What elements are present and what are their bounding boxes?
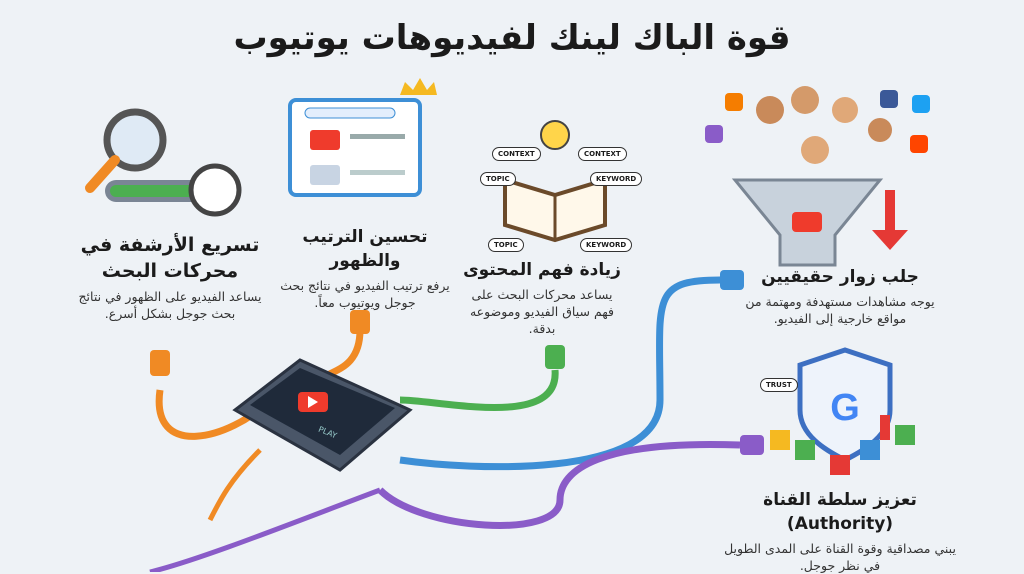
keyword-tag: KEYWORD — [590, 172, 643, 186]
stopwatch-icon — [188, 163, 242, 217]
green-cable — [399, 369, 559, 411]
facebook-icon — [880, 90, 898, 108]
rss-icon — [705, 125, 723, 143]
arrow-down-icon — [872, 190, 908, 250]
plug — [150, 350, 170, 376]
lightbulb-icon — [540, 120, 570, 150]
keyword-tag: KEYWORD — [580, 238, 633, 252]
plug — [545, 345, 565, 369]
purple-cable — [377, 440, 741, 529]
context-tag: CONTEXT — [578, 147, 627, 161]
google-logo: G — [830, 387, 860, 429]
orange-cable-3 — [207, 448, 262, 522]
blue-cable — [399, 276, 721, 471]
topic-tag: TOPIC — [488, 238, 524, 252]
person — [801, 136, 829, 164]
person — [832, 97, 858, 123]
magnifier-icon — [103, 108, 167, 172]
person — [756, 96, 784, 124]
plug — [740, 435, 764, 455]
benefit-ranking: تحسين الترتيب والظهور يرفع ترتيب الفيديو… — [280, 227, 450, 310]
twitter-icon — [912, 95, 930, 113]
trust-tag: TRUST — [760, 378, 798, 392]
benefit-indexing: تسريع الأرشفة في محركات البحث يساعد الفي… — [78, 234, 262, 321]
crown-icon — [400, 78, 437, 95]
page-title: قوة الباك لينك لفيديوهات يوتيوب — [233, 18, 791, 58]
benefit-authority: تعزيز سلطة القناة (Authority) يبني مصداق… — [724, 490, 956, 573]
blogger-icon — [725, 93, 743, 111]
plug — [350, 310, 370, 334]
topic-tag: TOPIC — [480, 172, 516, 186]
benefit-visitors: جلب زوار حقيقيين يوجه مشاهدات مستهدفة وم… — [745, 267, 935, 326]
plug — [720, 270, 744, 290]
context-tag: CONTEXT — [492, 147, 541, 161]
person — [868, 118, 892, 142]
block — [770, 430, 790, 450]
benefit-understanding: زيادة فهم المحتوى يساعد محركات البحث على… — [463, 260, 621, 336]
reddit-icon — [910, 135, 928, 153]
purple-cable-2 — [149, 487, 381, 572]
person — [791, 86, 819, 114]
